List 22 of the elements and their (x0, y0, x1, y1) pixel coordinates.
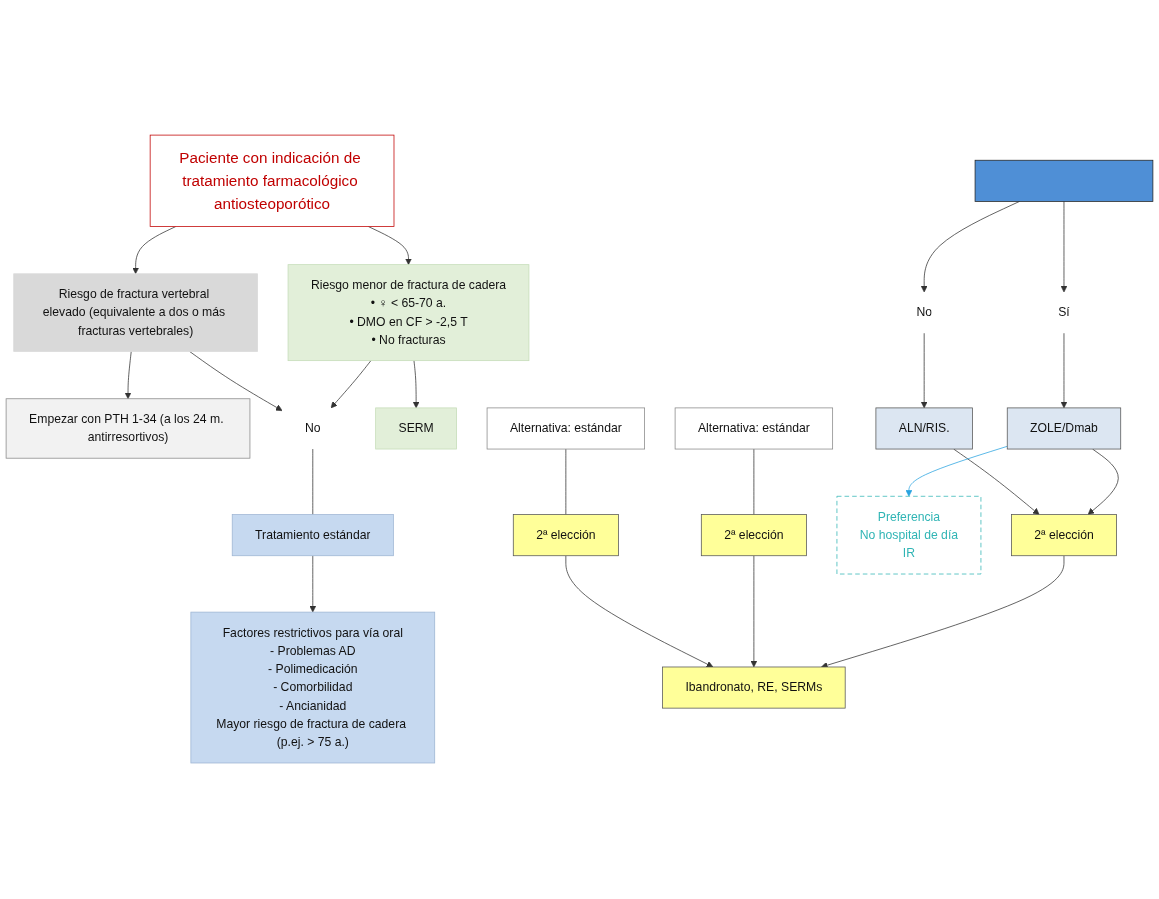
node-bar (974, 160, 1154, 203)
node-box: Factores restrictivos para vía oral - Problemas AD - Polimedicación - Comorbilidad - Ancianidad Mayor riesgo de fractura de cadera (p.ej. > 75 a.) (190, 612, 436, 764)
node-text: No (916, 306, 932, 320)
node-box: 2ª elección (512, 514, 619, 557)
node-box: Paciente con indicación de tratamiento farmacológico antiosteoporótico (149, 135, 395, 228)
node-box: Riesgo menor de fractura de cadera • ♀ < 65-70 a. • DMO en CF > -2,5 T • No fracturas (287, 264, 530, 362)
node-box: Alternativa: estándar (486, 407, 645, 450)
node-text: Sí (1058, 306, 1070, 320)
node-box: 2ª elección (1011, 514, 1117, 557)
node-text: No (305, 422, 321, 436)
node-box: Alternativa: estándar (674, 407, 834, 450)
node-box: ALN/RIS. (875, 407, 973, 450)
node-box: Preferencia No hospital de día IR (836, 496, 982, 575)
node-box: ZOLE/Dmab (1006, 407, 1122, 450)
connector (565, 449, 567, 516)
node-box: Empezar con PTH 1-34 (a los 24 m. antirresortivos) (5, 398, 251, 459)
node-box: Riesgo de fractura vertebral elevado (equivalente a dos o más fracturas vertebrales) (13, 273, 258, 353)
node-box: SERM (375, 407, 457, 450)
connector (753, 449, 755, 516)
node-box: Ibandronato, RE, SERMs (662, 667, 846, 709)
node-box: 2ª elección (700, 514, 807, 557)
node-box: Tratamiento estándar (231, 514, 394, 557)
